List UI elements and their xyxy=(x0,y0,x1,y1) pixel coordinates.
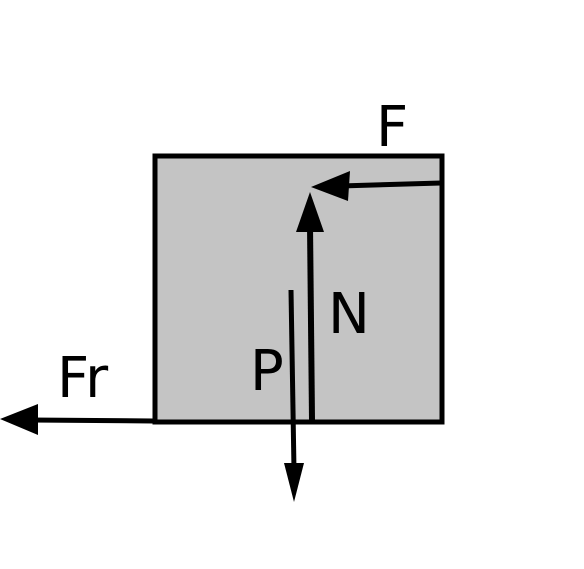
force-fr-label: Fr xyxy=(57,346,109,411)
block xyxy=(152,153,445,425)
force-n-label: N xyxy=(328,282,370,347)
force-fr-arrow xyxy=(0,404,154,435)
force-f-label: F xyxy=(376,95,408,160)
force-p-label: P xyxy=(250,339,284,404)
force-p-arrow xyxy=(284,289,304,502)
force-n-arrow xyxy=(296,192,324,421)
force-f-arrow xyxy=(311,171,442,201)
